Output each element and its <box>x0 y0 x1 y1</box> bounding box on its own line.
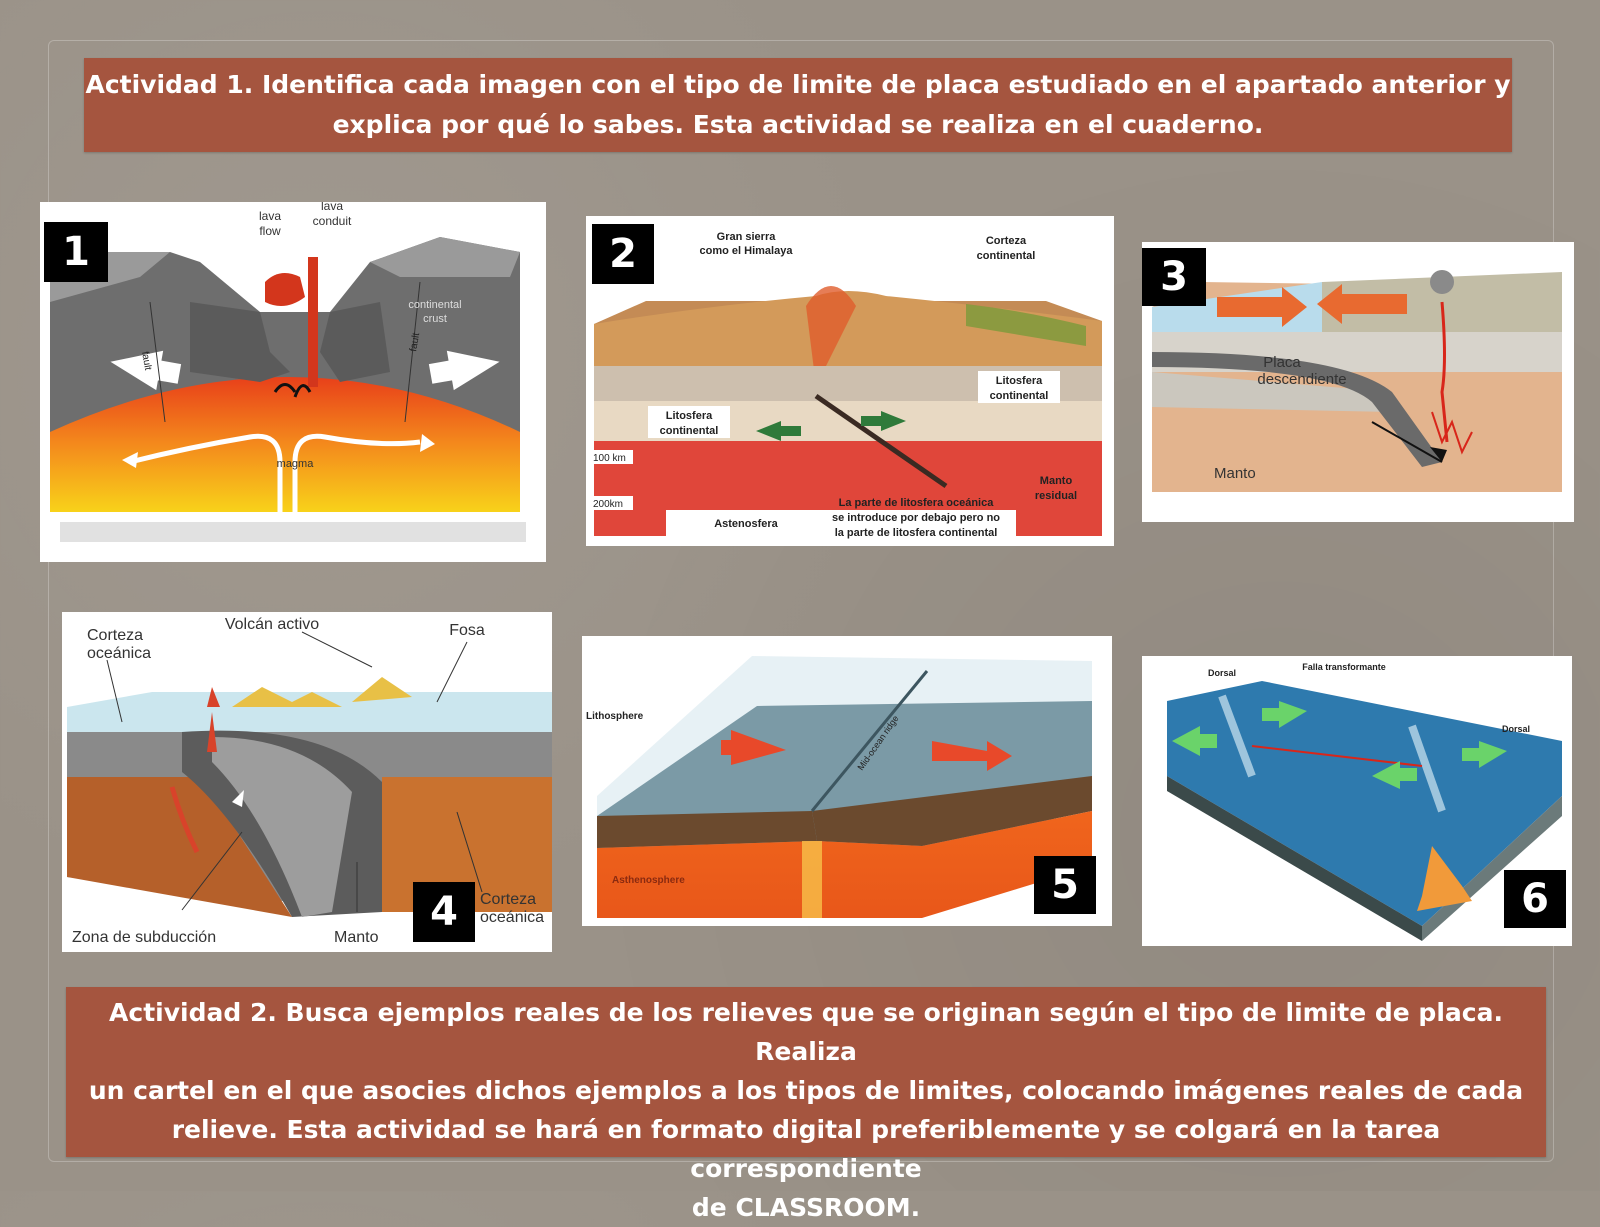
label-magma: magma <box>277 458 315 470</box>
label-manto: Manto <box>334 929 379 946</box>
label-fosa: Fosa <box>449 622 485 639</box>
label-litosfera-right-1: Litosfera <box>996 375 1043 387</box>
label-lava-flow-1: lava <box>259 209 281 223</box>
label-fault-right: fault <box>408 332 422 353</box>
number-badge-5: 5 <box>1034 856 1096 914</box>
image-6-transform-fault: Dorsal Falla transformante Dorsal 6 <box>1142 656 1572 946</box>
collision-diagram: Gran sierra como el Himalaya Corteza con… <box>586 216 1114 546</box>
number-badge-4: 4 <box>413 882 475 942</box>
label-continental-crust-2: crust <box>423 313 447 325</box>
label-corteza-b-2: oceánica <box>480 909 544 926</box>
transform-fault-diagram: Dorsal Falla transformante Dorsal <box>1142 656 1572 946</box>
label-astenosfera: Astenosfera <box>714 518 778 530</box>
image-1-continental-rift: lava flow lava conduit continental crust… <box>40 202 546 562</box>
activity-2-line-2: un cartel en el que asocies dichos ejemp… <box>88 1076 1524 1105</box>
label-note-2: se introduce por debajo pero no <box>832 512 1000 524</box>
label-placa-1: Placa <box>1263 354 1301 371</box>
label-corteza-2: continental <box>977 250 1036 262</box>
label-zona: Zona de subducción <box>72 929 216 946</box>
label-manto: Manto <box>1214 465 1256 482</box>
number-badge-3: 3 <box>1142 248 1206 306</box>
label-falla: Falla transformante <box>1302 662 1386 672</box>
activity-2-line-1: Actividad 2. Busca ejemplos reales de lo… <box>109 998 1503 1066</box>
oceanic-subduction-diagram: Volcán activo Fosa Corteza oceánica Cort… <box>62 612 552 952</box>
label-continental-crust-1: continental <box>408 299 461 311</box>
label-gran-sierra-1: Gran sierra <box>717 231 777 243</box>
image-2-continental-collision: Gran sierra como el Himalaya Corteza con… <box>586 216 1114 546</box>
label-volcan: Volcán activo <box>225 616 319 633</box>
subduction-diagram: Placa descendiente Manto <box>1142 242 1574 522</box>
label-lava-flow-2: flow <box>259 224 281 238</box>
rift-diagram: lava flow lava conduit continental crust… <box>40 202 546 562</box>
number-badge-6: 6 <box>1504 870 1566 928</box>
label-100km: 100 km <box>593 453 626 464</box>
label-litosfera-right-2: continental <box>990 390 1049 402</box>
label-litosfera-left-2: continental <box>660 425 719 437</box>
label-200km: 200km <box>593 499 623 510</box>
activity-2-line-3: relieve. Esta actividad se hará en forma… <box>171 1115 1441 1183</box>
label-note-1: La parte de litosfera oceánica <box>839 497 995 509</box>
image-4-oceanic-subduction: Volcán activo Fosa Corteza oceánica Cort… <box>62 612 552 952</box>
label-lava-conduit-1: lava <box>321 202 343 213</box>
label-dorsal-right: Dorsal <box>1502 724 1530 734</box>
label-corteza-1: Corteza <box>87 627 143 644</box>
number-badge-2: 2 <box>592 224 654 284</box>
label-litosfera-left-1: Litosfera <box>666 410 713 422</box>
activity-1-line-2: explica por qué lo sabes. Esta actividad… <box>332 110 1264 139</box>
label-dorsal-left: Dorsal <box>1208 668 1236 678</box>
slide-frame <box>48 40 1554 1162</box>
number-badge-1: 1 <box>44 222 108 282</box>
activity-1-line-1: Actividad 1. Identifica cada imagen con … <box>85 70 1511 99</box>
label-gran-sierra-2: como el Himalaya <box>700 245 794 257</box>
image-3-subduction: Placa descendiente Manto 3 <box>1142 242 1574 522</box>
image-5-mid-ocean-ridge: Lithosphere Asthenosphere Mid-ocean ridg… <box>582 636 1112 926</box>
activity-2-banner: Actividad 2. Busca ejemplos reales de lo… <box>66 987 1546 1222</box>
label-manto-2: residual <box>1035 490 1077 502</box>
label-asthenosphere: Asthenosphere <box>612 875 685 886</box>
activity-2-line-4: de CLASSROOM. <box>691 1193 921 1222</box>
label-lava-conduit-2: conduit <box>313 214 352 228</box>
label-corteza-2: oceánica <box>87 645 151 662</box>
label-corteza-1: Corteza <box>986 235 1027 247</box>
label-lithosphere: Lithosphere <box>586 711 644 722</box>
activity-1-banner: Actividad 1. Identifica cada imagen con … <box>84 58 1512 152</box>
label-placa-2: descendiente <box>1257 371 1346 388</box>
label-note-3: la parte de litosfera continental <box>835 527 998 539</box>
label-fault-left: fault <box>139 351 153 372</box>
label-corteza-b-1: Corteza <box>480 891 536 908</box>
ridge-diagram: Lithosphere Asthenosphere Mid-ocean ridg… <box>582 636 1112 926</box>
label-manto-1: Manto <box>1040 475 1073 487</box>
